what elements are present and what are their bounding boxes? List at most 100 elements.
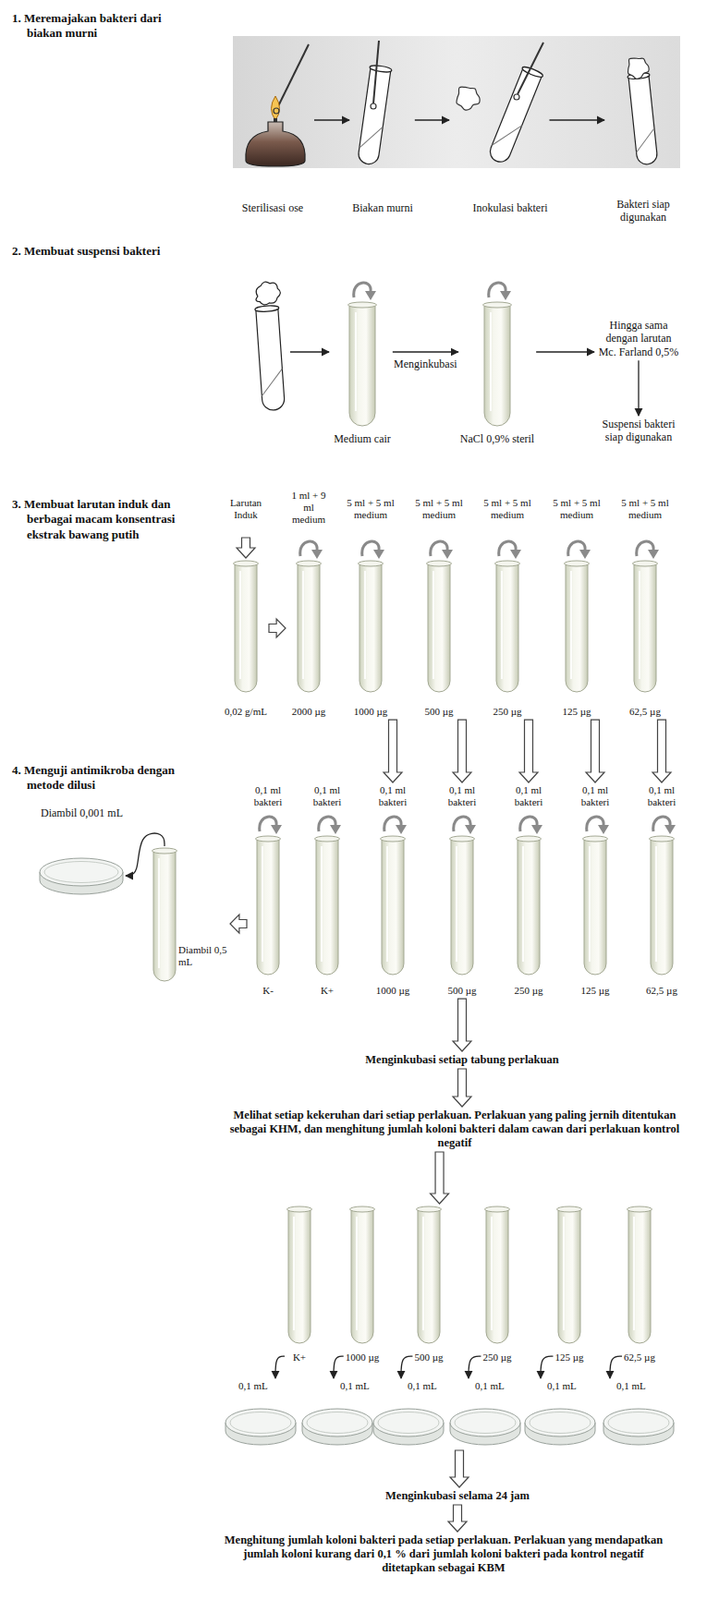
tube-outline	[357, 67, 391, 166]
node-label: Medium cair	[333, 432, 391, 446]
node-label: Bakteri siap digunakan	[606, 197, 681, 225]
test-tube-drawing	[626, 1206, 653, 1345]
pour-arrowhead	[464, 825, 476, 835]
node-label: Suspensi bakteri siap digunakan	[601, 417, 676, 445]
dish-inner	[529, 1413, 591, 1435]
tube-rim	[627, 1206, 653, 1213]
petri-dish-drawing	[301, 1406, 374, 1450]
petri-dish: 0,1 mL	[372, 1380, 445, 1450]
test-tube: 0,1 ml bakteriK+	[307, 784, 347, 998]
step-instruction: Menghitung jumlah koloni bakteri pada se…	[221, 1534, 666, 1576]
dish-lid	[603, 1409, 674, 1438]
test-tube-drawing	[376, 813, 410, 976]
section-heading: 2. Membuat suspensi bakteri	[12, 243, 170, 259]
tube-body	[359, 563, 382, 693]
test-tube: 0,1 ml bakteri250 µg	[509, 784, 549, 998]
agar-slant	[633, 128, 657, 153]
tube-rim	[369, 64, 393, 74]
test-tube: 1000 µg	[345, 1206, 380, 1365]
block-arrow	[383, 719, 403, 783]
test-tube-drawing	[151, 847, 178, 983]
test-tube: Larutan Induk0,02 g/mL	[224, 497, 268, 719]
tube-highlight	[570, 571, 573, 680]
tube-rim	[426, 560, 452, 567]
loop-tip	[370, 103, 377, 110]
node-label: 125 µg	[561, 706, 591, 719]
tube-body	[496, 563, 519, 693]
pour-arrowhead	[664, 825, 676, 835]
test-tube: 0,1 ml bakteri500 µg	[442, 784, 482, 998]
pour-arrowhead	[329, 825, 342, 835]
tube-rim	[482, 302, 512, 308]
tube-rim	[649, 836, 675, 842]
node-label: 1000 µg	[345, 1352, 380, 1365]
node-label: 0,1 ml bakteri	[575, 784, 615, 809]
block-arrow	[452, 719, 472, 783]
petri-dish-drawing	[38, 855, 124, 899]
node-label: 0,1 mL	[616, 1380, 646, 1393]
petri-dish-drawing	[524, 1406, 597, 1450]
tube-body	[381, 839, 404, 975]
node-label: K+	[292, 1352, 306, 1365]
test-tube-drawing	[286, 1206, 313, 1345]
petri-dish-drawing	[602, 1406, 675, 1450]
node-label: 5 ml + 5 ml medium	[340, 497, 402, 522]
tube-highlight	[655, 846, 658, 963]
loop-tip	[273, 108, 280, 114]
tube-rim	[348, 302, 378, 308]
inoculation-illustration: Inokulasi bakteri	[450, 40, 548, 215]
test-tube-drawing	[310, 813, 344, 976]
tube-rim	[233, 560, 259, 567]
step-instruction: Menginkubasi selama 24 jam	[385, 1489, 530, 1504]
test-tube: 0,1 ml bakteri125 µg	[575, 784, 615, 998]
node-label: 0,1 ml bakteri	[642, 784, 682, 809]
tube-rim	[380, 836, 406, 842]
dish-lid	[373, 1409, 444, 1438]
pour-arrowhead	[579, 549, 591, 560]
node-label: K-	[262, 985, 274, 998]
node-label: 0,1 mL	[547, 1380, 577, 1393]
step-text: Suspensi bakteri siap digunakan	[601, 417, 676, 445]
tube-highlight	[386, 846, 389, 963]
step-text: Menghitung jumlah koloni bakteri pada se…	[221, 1534, 666, 1576]
culture-tube-drawing	[624, 55, 662, 165]
test-tube: 250 µg	[482, 1206, 512, 1365]
petri-dish: 0,1 mL	[301, 1380, 374, 1450]
pour-arrowhead	[510, 549, 522, 560]
dish-inner	[306, 1413, 368, 1435]
tube-rim	[255, 304, 280, 313]
node-label: 0,1 mL	[238, 1380, 269, 1393]
dish-lid	[39, 858, 123, 887]
tube-highlight	[422, 1217, 425, 1331]
flow-arrow	[275, 1356, 285, 1379]
test-tube-drawing	[645, 813, 679, 976]
dish-inner	[377, 1413, 439, 1435]
tube-rim	[557, 1206, 583, 1213]
node-label: Sterilisasi ose	[242, 201, 304, 215]
flow-arrow	[548, 119, 605, 121]
petri-dish-drawing	[449, 1406, 522, 1450]
node-label: 500 µg	[447, 985, 476, 998]
tube-rim	[358, 560, 384, 567]
tube-body	[558, 1209, 581, 1344]
test-tube: NaCl 0,9% steril	[460, 282, 535, 446]
node-label: 1 ml + 9 ml medium	[287, 489, 330, 527]
node-label: Hingga sama dengan larutan Mc. Farland 0…	[596, 318, 682, 359]
illustration-panel	[232, 36, 681, 169]
dish-inner	[230, 1413, 292, 1435]
step-text: Hingga sama dengan larutan Mc. Farland 0…	[596, 318, 682, 359]
node-label: 0,1 ml bakteri	[509, 784, 549, 809]
section-heading: 1. Meremajakan bakteri dari biakan murni	[12, 11, 177, 42]
dish-lid	[302, 1409, 373, 1438]
node-label: 250 µg	[482, 1352, 512, 1365]
test-tube: 5 ml + 5 ml medium125 µg	[546, 497, 608, 719]
pour-arrowhead	[531, 825, 543, 835]
tube-outline	[255, 307, 286, 411]
test-tube-drawing	[560, 536, 594, 694]
block-arrow	[452, 999, 472, 1052]
test-tube-drawing	[422, 536, 456, 694]
tube-highlight	[562, 1217, 565, 1331]
lamp-body	[245, 121, 305, 167]
node-label: 62,5 µg	[629, 706, 661, 719]
tube-body	[297, 563, 320, 693]
